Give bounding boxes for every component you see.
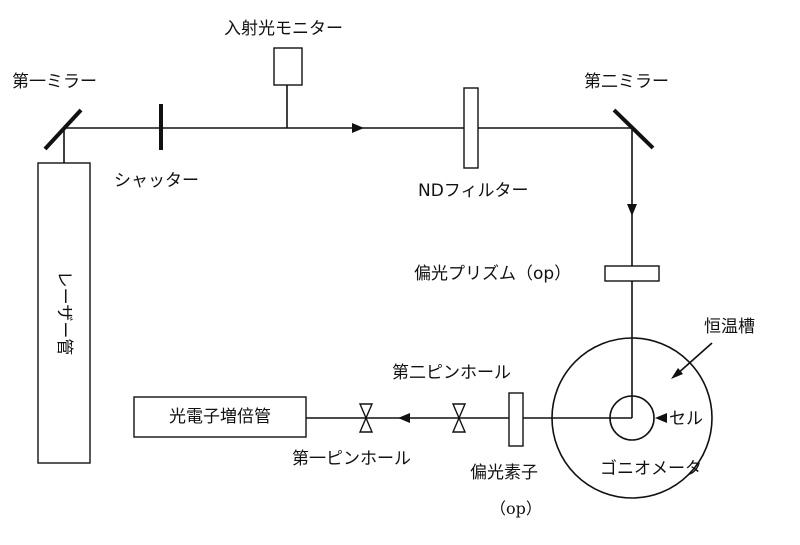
laser-tube-label: レーザー管 bbox=[54, 271, 74, 356]
beam-direction-arrow-down bbox=[627, 204, 637, 216]
polarizer-op-label: （op） bbox=[490, 499, 542, 518]
nd-filter-box bbox=[463, 87, 479, 169]
polarizer-box bbox=[508, 392, 524, 447]
photomultiplier-box bbox=[133, 396, 307, 438]
shutter-label: シャッター bbox=[114, 171, 199, 191]
scattered-direction-arrow-left bbox=[398, 413, 410, 423]
incident-monitor-label: 入射光モニター bbox=[224, 19, 343, 39]
second-pinhole bbox=[451, 403, 467, 420]
second-mirror bbox=[612, 108, 655, 150]
second-pinhole-label: 第二ピンホール bbox=[392, 363, 511, 383]
second-mirror-label: 第二ミラー bbox=[584, 72, 669, 92]
first-mirror bbox=[43, 108, 83, 151]
incident-monitor-box bbox=[273, 47, 303, 86]
first-mirror-label: 第一ミラー bbox=[12, 72, 97, 92]
thermostat-bath-label: 恒温槽 bbox=[704, 317, 755, 337]
first-pinhole-label: 第一ピンホール bbox=[292, 449, 411, 469]
second-pinhole-lower bbox=[451, 416, 467, 433]
thermostat-pointer bbox=[675, 342, 713, 376]
polarizing-prism-label: 偏光プリズム（op） bbox=[414, 264, 571, 284]
polarizing-prism-box bbox=[604, 265, 660, 282]
cell-pointer-head bbox=[655, 413, 667, 423]
first-pinhole bbox=[358, 403, 374, 420]
photomultiplier-label: 光電子増倍管 bbox=[169, 407, 271, 427]
thermostat-pointer-head bbox=[671, 368, 683, 379]
beam-direction-arrow-right bbox=[352, 123, 364, 133]
cell-label: セル bbox=[669, 409, 703, 429]
first-pinhole-lower bbox=[358, 416, 374, 433]
nd-filter-label: NDフィルター bbox=[418, 181, 528, 201]
goniometer-label: ゴニオメータ bbox=[600, 458, 702, 479]
polarizer-label: 偏光素子 bbox=[470, 463, 538, 483]
laser-tube-box bbox=[37, 162, 91, 464]
